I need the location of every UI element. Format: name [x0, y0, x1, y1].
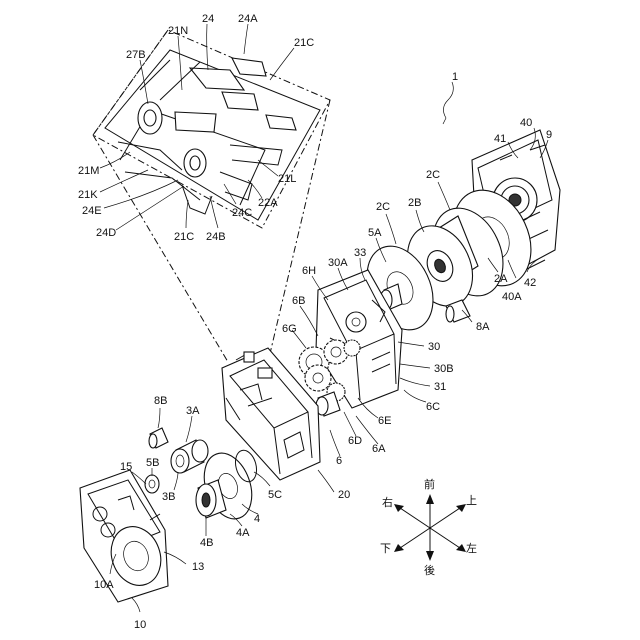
label-2A: 2A: [494, 273, 508, 285]
label-5B: 5B: [146, 457, 159, 469]
label-1: 1: [452, 71, 458, 83]
compass-front-label: 前: [424, 477, 435, 491]
label-9: 9: [546, 129, 552, 141]
label-21N: 21N: [168, 25, 188, 37]
compass-up-label: 上: [466, 494, 477, 507]
label-6B: 6B: [292, 295, 305, 307]
compass-right-label: 右: [382, 495, 393, 509]
label-27B: 27B: [126, 49, 146, 61]
label-3B: 3B: [162, 491, 175, 503]
label-24: 24: [202, 13, 214, 25]
label-6H: 6H: [302, 265, 316, 277]
label-15: 15: [120, 461, 132, 473]
label-41: 41: [494, 133, 506, 145]
label-21M: 21M: [78, 165, 99, 177]
label-8B: 8B: [154, 395, 167, 407]
label-6A: 6A: [372, 443, 386, 455]
label-20: 20: [338, 489, 350, 501]
label-3A: 3A: [186, 405, 200, 417]
compass-down-label: 下: [380, 542, 391, 555]
label-5A: 5A: [368, 227, 382, 239]
label-42: 42: [524, 277, 536, 289]
pin-8b: [149, 428, 168, 448]
label-22A: 22A: [258, 197, 278, 209]
label-6E: 6E: [378, 415, 391, 427]
label-30: 30: [428, 341, 440, 353]
roller-3a: [171, 440, 208, 473]
label-4: 4: [254, 513, 260, 525]
label-13: 13: [192, 561, 204, 573]
label-6C: 6C: [426, 401, 440, 413]
label-6: 6: [336, 455, 342, 467]
label-8A: 8A: [476, 321, 490, 333]
spool-5b: [145, 475, 159, 493]
label-24E: 24E: [82, 205, 102, 217]
label-40: 40: [520, 117, 532, 129]
label-21K: 21K: [78, 189, 98, 201]
direction-compass: [394, 494, 466, 561]
label-24D: 24D: [96, 227, 116, 239]
label-24B: 24B: [206, 231, 226, 243]
label-30A: 30A: [328, 257, 348, 269]
detail-inset: [93, 30, 330, 362]
label-30B: 30B: [434, 363, 454, 375]
label-33: 33: [354, 247, 366, 259]
label-4B: 4B: [200, 537, 213, 549]
label-21C-top: 21C: [294, 37, 314, 49]
label-31: 31: [434, 381, 446, 393]
label-6G: 6G: [282, 323, 297, 335]
label-2C-lower: 2C: [376, 201, 390, 213]
label-24A: 24A: [238, 13, 258, 25]
compass-back-label: 後: [424, 563, 435, 577]
label-10: 10: [134, 619, 146, 631]
label-4A: 4A: [236, 527, 250, 539]
label-21L: 21L: [278, 173, 296, 185]
label-6D: 6D: [348, 435, 362, 447]
label-10A: 10A: [94, 579, 114, 591]
label-24C: 24C: [232, 207, 252, 219]
compass-left-label: 左: [466, 542, 477, 555]
label-21C-bottom: 21C: [174, 231, 194, 243]
label-40A: 40A: [502, 291, 522, 303]
label-5C: 5C: [268, 489, 282, 501]
label-2C-upper: 2C: [426, 169, 440, 181]
label-2B: 2B: [408, 197, 421, 209]
